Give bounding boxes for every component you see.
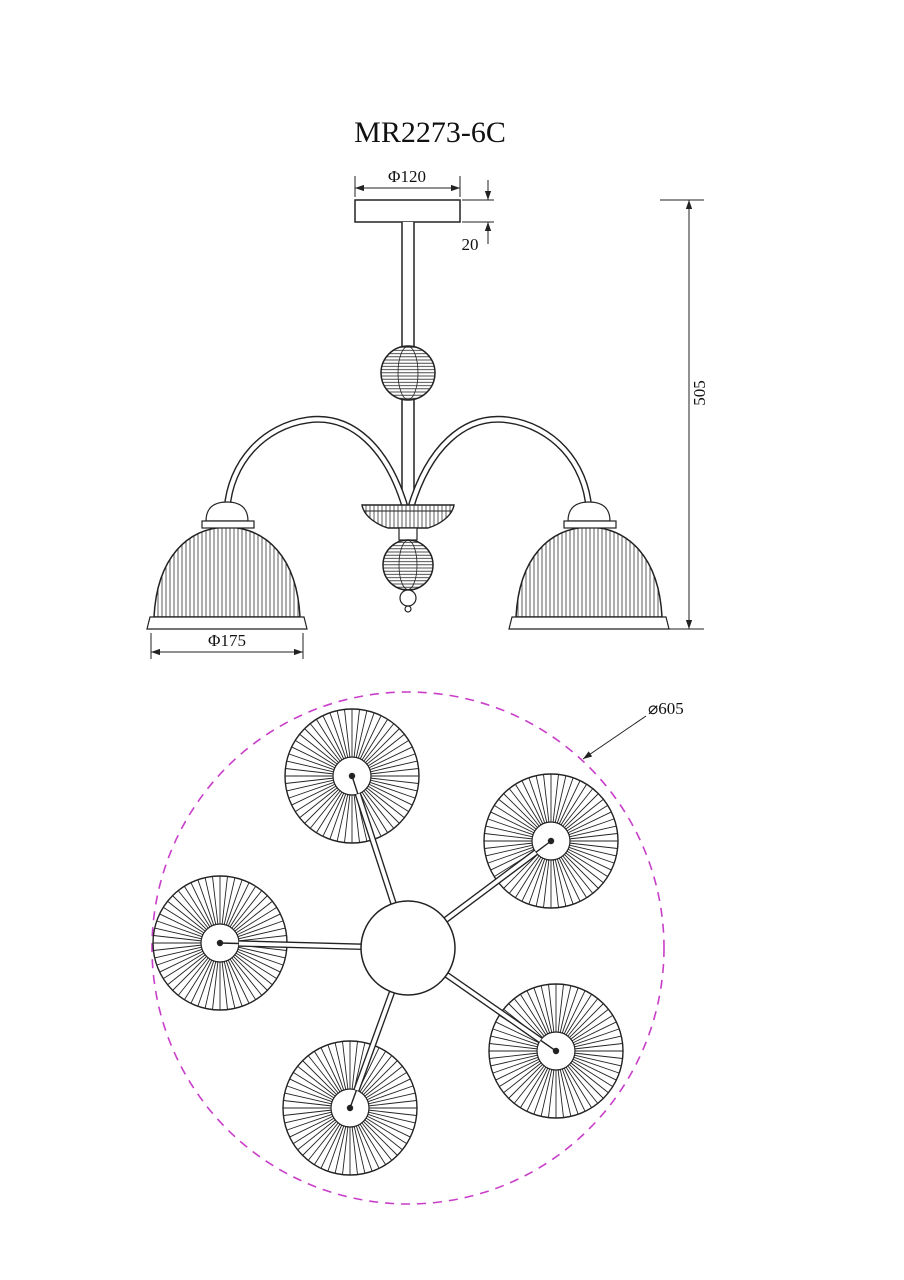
plan-hub xyxy=(360,900,456,996)
diameter-leader-line xyxy=(582,715,647,760)
center-stem xyxy=(398,527,418,541)
dim-overall-height: 505 xyxy=(660,199,709,630)
right-shade-cap xyxy=(563,501,617,529)
dim-plate-width-label: Φ120 xyxy=(388,167,426,186)
plan-shade xyxy=(282,1040,418,1176)
right-shade xyxy=(508,526,670,630)
overall-diameter-circle xyxy=(151,691,665,1205)
plan-shade xyxy=(488,983,624,1119)
center-body xyxy=(361,504,455,613)
finial-knob xyxy=(399,589,417,607)
drawing-title: MR2273-6C xyxy=(354,116,506,149)
dim-overall-diameter: ⌀605 xyxy=(582,699,684,760)
plan-view: ⌀605 xyxy=(151,691,684,1205)
plan-shade xyxy=(284,708,420,844)
left-shade xyxy=(146,526,308,630)
dim-overall-height-label: 505 xyxy=(690,380,709,406)
dim-shade-diameter-label: Φ175 xyxy=(208,631,246,650)
left-arm xyxy=(223,415,410,514)
plan-sunbursts xyxy=(152,708,624,1176)
ceiling-plate xyxy=(354,199,461,223)
finial-tip xyxy=(404,605,412,613)
lower-decor-sphere xyxy=(382,539,434,591)
dim-shade-diameter: Φ175 xyxy=(150,631,304,659)
dim-plate-width: Φ120 xyxy=(354,167,461,197)
plan-shade xyxy=(152,875,288,1011)
plan-shade-centers xyxy=(216,772,560,1112)
right-arm xyxy=(406,415,593,514)
upper-decor-sphere xyxy=(380,345,436,401)
left-shade-cap xyxy=(201,501,255,529)
front-elevation-view: Φ120 20 Φ175 505 xyxy=(146,167,709,659)
dim-plate-thickness-label: 20 xyxy=(462,235,479,254)
dim-overall-diameter-label: ⌀605 xyxy=(648,699,684,718)
dim-plate-thickness: 20 xyxy=(462,180,494,254)
plan-shade xyxy=(483,773,619,909)
